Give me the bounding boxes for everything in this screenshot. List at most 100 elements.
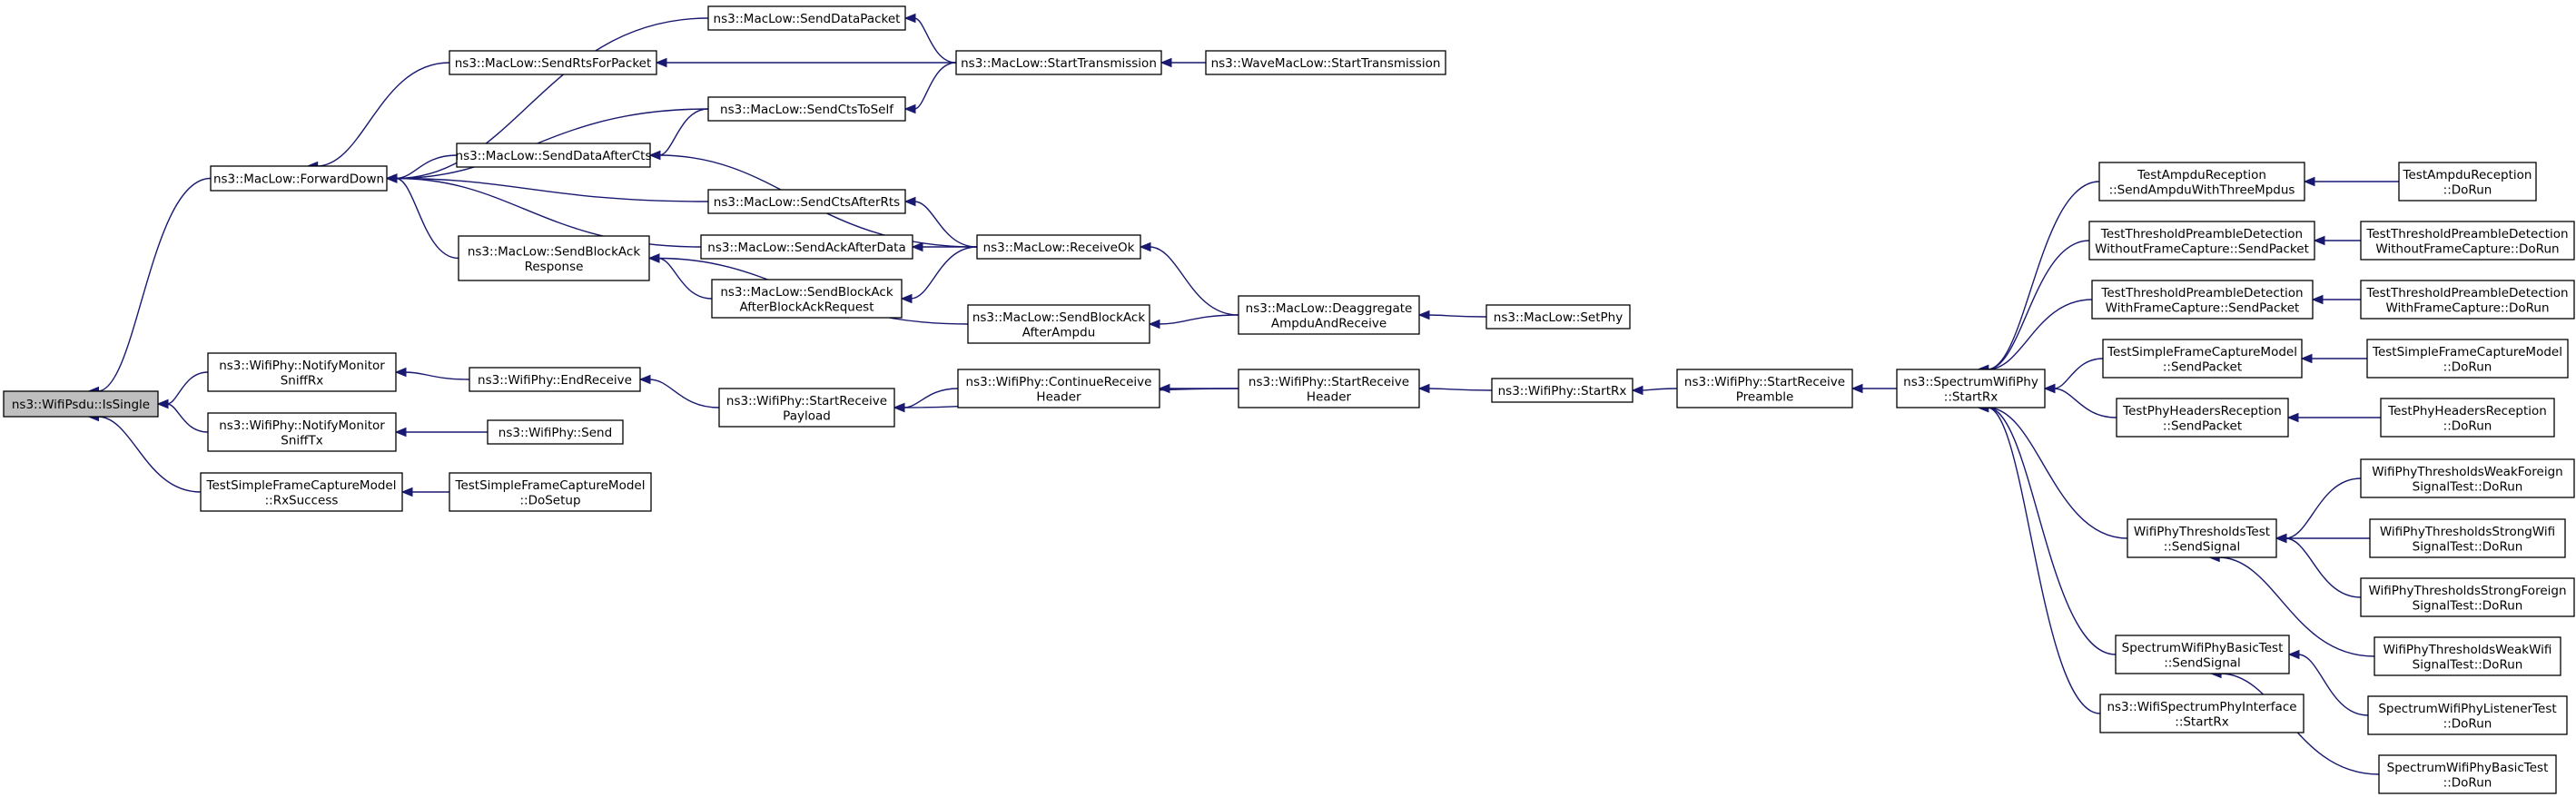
call-edge	[913, 17, 957, 64]
node-box	[449, 472, 652, 512]
node-box	[2360, 280, 2575, 320]
node-spectrumInterfaceStartRx[interactable]: ns3::WifiSpectrumPhyInterface::StartRx	[2099, 694, 2305, 733]
node-phyHeadersDoRun[interactable]: TestPhyHeadersReception::DoRun	[2380, 398, 2555, 438]
node-withoutFrameCaptureDoRun[interactable]: TestThresholdPreambleDetectionWithoutFra…	[2360, 221, 2575, 261]
node-label: ns3::WifiPsdu::IsSingle	[12, 398, 150, 412]
node-receiveOk[interactable]: ns3::MacLow::ReceiveOk	[976, 234, 1141, 260]
call-edge	[913, 62, 957, 110]
node-label: SignalTest::DoRun	[2413, 657, 2523, 672]
node-startRx[interactable]: ns3::WifiPhy::StartRx	[1491, 378, 1633, 403]
node-label: ns3::MacLow::SendBlockAck	[720, 285, 893, 300]
node-basicSendSignal[interactable]: SpectrumWifiPhyBasicTest::SendSignal	[2115, 635, 2290, 674]
node-label: TestPhyHeadersReception	[2122, 404, 2282, 418]
call-edge-arrowhead	[638, 374, 651, 385]
node-weakWifiDoRun[interactable]: WifiPhyThresholdsWeakWifiSignalTest::DoR…	[2374, 636, 2561, 676]
node-label: TestAmpduReception	[2137, 168, 2266, 182]
node-box	[2127, 518, 2277, 558]
node-withoutFrameCaptureSendPacket[interactable]: TestThresholdPreambleDetectionWithoutFra…	[2088, 221, 2315, 261]
node-label: ns3::MacLow::SendCtsAfterRts	[714, 195, 900, 210]
node-box	[957, 369, 1160, 408]
node-box	[2116, 398, 2289, 438]
node-sendBlockAckAfterBlockAckRequest[interactable]: ns3::MacLow::SendBlockAckAfterBlockAckRe…	[711, 279, 903, 319]
node-box	[967, 304, 1150, 344]
node-label: SpectrumWifiPhyListenerTest	[2378, 702, 2556, 716]
node-label: ::DoRun	[2443, 359, 2492, 374]
call-edge	[166, 371, 209, 405]
node-box	[2366, 339, 2569, 379]
node-label: ::DoSetup	[519, 493, 580, 507]
node-box	[487, 419, 624, 445]
call-edge-arrowhead	[1851, 383, 1863, 394]
node-rxSuccess[interactable]: TestSimpleFrameCaptureModel::RxSuccess	[200, 472, 403, 512]
node-label: TestAmpduReception	[2403, 168, 2532, 182]
node-forwardDown[interactable]: ns3::MacLow::ForwardDown	[210, 165, 388, 192]
node-label: TestThresholdPreambleDetection	[2365, 286, 2568, 300]
call-edge-arrowhead	[2275, 533, 2287, 544]
node-basicDoRun[interactable]: SpectrumWifiPhyBasicTest::DoRun	[2378, 754, 2557, 794]
node-label: TestThresholdPreambleDetection	[2365, 227, 2568, 241]
node-sendDataPacket[interactable]: ns3::MacLow::SendDataPacket	[707, 5, 906, 31]
node-listenerDoRun[interactable]: SpectrumWifiPhyListenerTest::DoRun	[2367, 695, 2568, 735]
node-endReceive[interactable]: ns3::WifiPhy::EndReceive	[469, 367, 641, 392]
node-doSetup[interactable]: TestSimpleFrameCaptureModel::DoSetup	[449, 472, 652, 512]
node-frameCaptureSendPacket[interactable]: TestSimpleFrameCaptureModel::SendPacket	[2102, 339, 2303, 379]
node-sendDataAfterCts[interactable]: ns3::MacLow::SendDataAfterCts	[456, 143, 652, 168]
node-box	[1491, 378, 1633, 403]
node-sendRtsForPacket[interactable]: ns3::MacLow::SendRtsForPacket	[449, 50, 657, 75]
node-ampduDoRun[interactable]: TestAmpduReception::DoRun	[2398, 162, 2537, 202]
node-withFrameCaptureSendPacket[interactable]: TestThresholdPreambleDetectionWithFrameC…	[2091, 280, 2314, 320]
node-weakForeignDoRun[interactable]: WifiPhyThresholdsWeakForeignSignalTest::…	[2360, 458, 2575, 498]
node-label: ns3::MacLow::Deaggregate	[1246, 301, 1413, 316]
node-thresholdsSendSignal[interactable]: WifiPhyThresholdsTest::SendSignal	[2127, 518, 2277, 558]
call-edge-arrowhead	[893, 402, 905, 413]
node-label: ns3::MacLow::SetPhy	[1494, 310, 1623, 325]
node-sendAckAfterData[interactable]: ns3::MacLow::SendAckAfterData	[700, 234, 913, 260]
node-label: ::SendAmpduWithThreeMpdus	[2109, 182, 2295, 197]
call-edge-arrowhead	[1417, 383, 1430, 394]
node-phyHeadersSendPacket[interactable]: TestPhyHeadersReception::SendPacket	[2116, 398, 2289, 438]
node-label: ::StartRx	[1944, 389, 1998, 404]
node-box	[456, 143, 651, 168]
node-label: ns3::WifiPhy::NotifyMonitor	[219, 359, 385, 373]
node-waveStartTransmission[interactable]: ns3::WaveMacLow::StartTransmission	[1205, 50, 1446, 75]
call-edge-arrowhead	[2303, 176, 2315, 187]
node-sendAmpduWithThreeMpdus[interactable]: TestAmpduReception::SendAmpduWithThreeMp…	[2098, 162, 2305, 202]
node-isSingle[interactable]: ns3::WifiPsdu::IsSingle	[3, 390, 159, 418]
call-edge	[1149, 246, 1239, 316]
call-edge	[404, 371, 470, 380]
node-box	[2369, 518, 2566, 558]
node-label: ns3::WifiPhy::StartReceive	[1684, 375, 1845, 389]
node-box	[2374, 636, 2561, 676]
call-graph-nodes: ns3::WifiPsdu::IsSingle ns3::MacLow::Forw…	[3, 5, 2575, 794]
node-setPhy[interactable]: ns3::MacLow::SetPhy	[1485, 304, 1631, 330]
node-label: ns3::MacLow::SendAckAfterData	[707, 241, 905, 255]
node-startTransmission[interactable]: ns3::MacLow::StartTransmission	[955, 50, 1162, 75]
node-spectrumStartRx[interactable]: ns3::SpectrumWifiPhy::StartRx	[1896, 369, 2046, 408]
node-strongWifiDoRun[interactable]: WifiPhyThresholdsStrongWifiSignalTest::D…	[2369, 518, 2566, 558]
node-label: SpectrumWifiPhyBasicTest	[2387, 761, 2549, 775]
node-box	[700, 234, 913, 260]
call-edge	[648, 379, 720, 408]
node-sendCtsToSelf[interactable]: ns3::MacLow::SendCtsToSelf	[707, 96, 906, 122]
node-withFrameCaptureDoRun[interactable]: TestThresholdPreambleDetectionWithFrameC…	[2360, 280, 2575, 320]
call-edge-arrowhead	[394, 367, 407, 378]
call-edge-arrowhead	[1417, 310, 1430, 320]
node-label: ns3::WifiPhy::Send	[498, 426, 612, 440]
node-frameCaptureDoRun[interactable]: TestSimpleFrameCaptureModel::DoRun	[2366, 339, 2569, 379]
node-strongForeignDoRun[interactable]: WifiPhyThresholdsStrongForeignSignalTest…	[2360, 577, 2575, 617]
node-label: Preamble	[1736, 389, 1794, 404]
node-label: ::SendPacket	[2163, 418, 2242, 433]
node-sendCtsAfterRts[interactable]: ns3::MacLow::SendCtsAfterRts	[707, 189, 906, 214]
call-edge	[1987, 181, 2100, 370]
node-send[interactable]: ns3::WifiPhy::Send	[487, 419, 624, 445]
node-box	[2102, 339, 2303, 379]
